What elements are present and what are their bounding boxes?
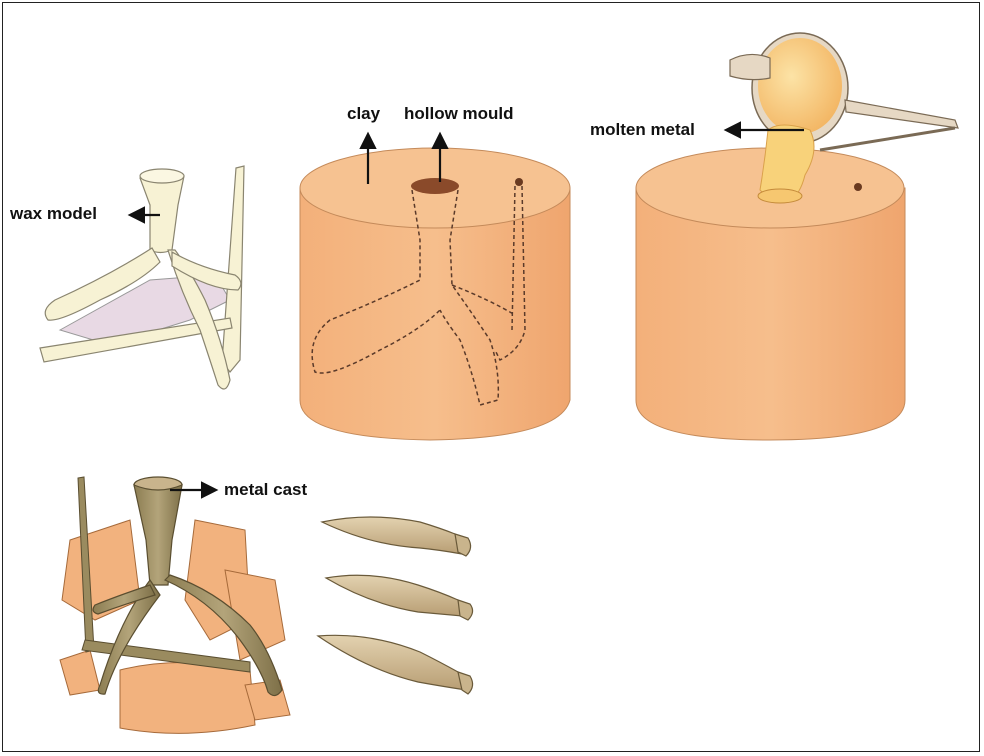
label-metal-cast: metal cast (224, 480, 307, 500)
spearhead-3 (318, 635, 473, 694)
metal-cast-figure (60, 477, 290, 733)
spearheads-figure (318, 517, 473, 694)
label-clay: clay (347, 104, 380, 124)
spearhead-1 (322, 517, 471, 556)
crucible-icon (730, 33, 958, 150)
spearhead-2 (326, 575, 473, 620)
pouring-mould-figure (636, 33, 958, 440)
clay-mould-figure (300, 148, 570, 440)
label-hollow-mould: hollow mould (404, 104, 514, 124)
wax-model-figure (40, 166, 244, 389)
label-molten-metal: molten metal (590, 120, 695, 140)
label-wax-model: wax model (10, 204, 97, 224)
